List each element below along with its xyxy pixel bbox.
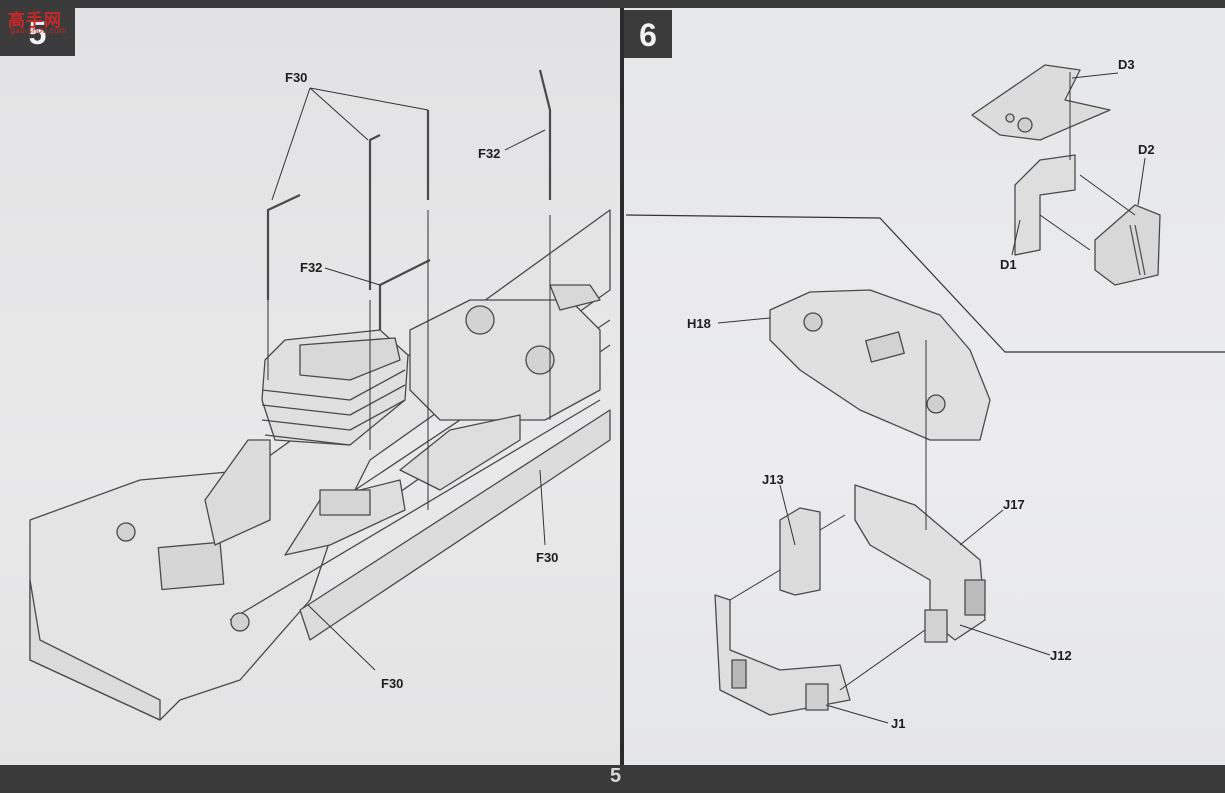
machinery-block xyxy=(409,284,601,421)
part-d1-d2-box xyxy=(1014,154,1161,286)
label-f32-mid: F32 xyxy=(300,260,323,275)
label-j12: J12 xyxy=(1050,648,1072,663)
lifeboats xyxy=(284,414,521,556)
part-h18 xyxy=(769,289,991,441)
page-number: 5 xyxy=(610,765,622,787)
watermark-logo: 高手网 gao-shou.com xyxy=(4,6,74,36)
inset-divider xyxy=(625,214,1225,353)
part-d3 xyxy=(971,64,1111,141)
right-arrows xyxy=(717,72,1146,724)
label-f30-bottom: F30 xyxy=(381,676,404,691)
hull-deck-assembly xyxy=(29,209,611,721)
label-f30-top: F30 xyxy=(285,70,308,85)
label-h18: H18 xyxy=(687,316,711,331)
left-leader-lines xyxy=(267,87,551,671)
label-d1: D1 xyxy=(1000,257,1017,272)
label-j17: J17 xyxy=(1003,497,1025,512)
label-f32-top: F32 xyxy=(478,146,501,161)
step-number-5: 5 xyxy=(0,8,75,56)
part-j-assembly xyxy=(714,484,986,716)
label-j1: J1 xyxy=(891,716,906,731)
label-d3: D3 xyxy=(1118,57,1135,72)
funnel-structure xyxy=(204,329,409,546)
watermark-subtext: gao-shou.com xyxy=(10,26,67,35)
label-j13: J13 xyxy=(762,472,784,487)
label-d2: D2 xyxy=(1138,142,1155,157)
davit-pipes xyxy=(266,69,552,330)
step-number-6: 6 xyxy=(624,10,672,58)
watermark-text: 高手网 xyxy=(8,11,62,31)
label-f30-right: F30 xyxy=(536,550,559,565)
page-spine xyxy=(620,8,624,765)
